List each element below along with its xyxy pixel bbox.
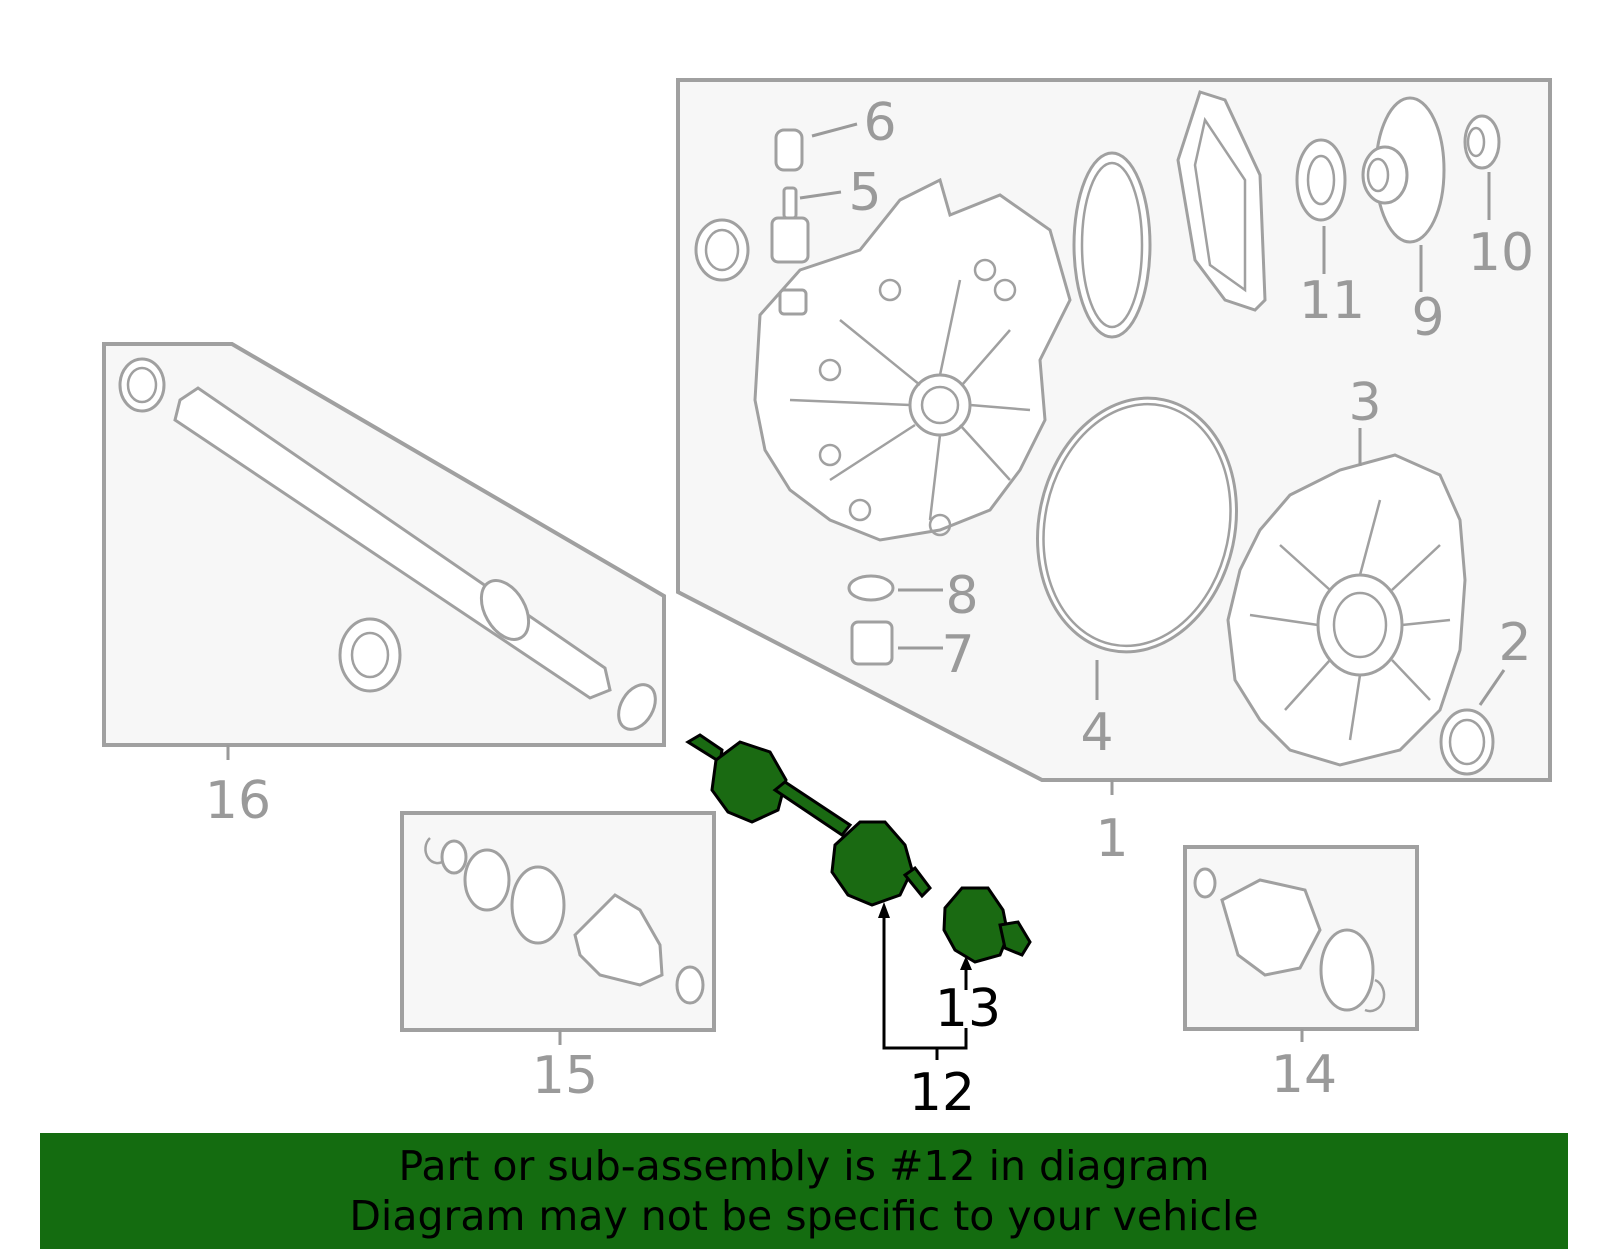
seal-part: [694, 218, 750, 282]
info-banner: Part or sub-assembly is #12 in diagram D…: [40, 1133, 1568, 1249]
cap-part-6: [774, 128, 804, 172]
boot-part: [1220, 878, 1322, 977]
callout-12: 12: [909, 1063, 975, 1123]
seal-part: [118, 357, 166, 413]
panel-differential-assembly: [676, 78, 1552, 795]
callout-7: 7: [941, 625, 974, 685]
plug-part-10: [1463, 114, 1501, 170]
callout-15: 15: [532, 1046, 598, 1106]
bearing-part: [338, 617, 402, 693]
clip-part: [424, 837, 446, 865]
axle-shaft-part-12[interactable]: [685, 733, 1032, 964]
callout-2: 2: [1498, 613, 1531, 673]
differential-housing: [753, 177, 1072, 542]
banner-line-disclaimer: Diagram may not be specific to your vehi…: [349, 1192, 1259, 1240]
clip-part: [1364, 978, 1386, 1013]
callout-8: 8: [945, 566, 978, 626]
callout-3: 3: [1348, 373, 1381, 433]
o-ring-part: [1072, 151, 1152, 339]
gasket-ring-part-4: [1036, 396, 1238, 654]
callout-5: 5: [848, 163, 881, 223]
panel-intermediate-shaft: [102, 342, 666, 760]
callout-14: 14: [1271, 1045, 1337, 1105]
callout-11: 11: [1299, 271, 1365, 331]
callout-10: 10: [1468, 223, 1534, 283]
callout-1: 1: [1095, 809, 1128, 869]
leader-12: [882, 908, 968, 1050]
panel-inner-boot-kit: [400, 811, 716, 1045]
panel-outer-boot-kit: [1183, 845, 1419, 1042]
seal-part-11: [1295, 138, 1347, 222]
callout-6: 6: [863, 93, 896, 153]
snap-ring-part: [617, 683, 657, 731]
callout-13: 13: [935, 979, 1001, 1039]
plug-part-7: [850, 620, 894, 666]
breather-part-5: [770, 186, 810, 264]
washer-part-8: [847, 574, 895, 602]
banner-line-part-number: Part or sub-assembly is #12 in diagram: [398, 1142, 1210, 1190]
callout-9: 9: [1411, 288, 1444, 348]
cover-part-3: [1226, 453, 1467, 767]
callout-labels: 1 2 3 4 5 6 7 8 9 10 11 12 13 14 15 16: [205, 93, 1534, 1123]
callout-4: 4: [1080, 703, 1113, 763]
callout-16: 16: [205, 771, 271, 831]
boot-part: [573, 893, 664, 987]
flange-part-9: [1361, 96, 1446, 244]
